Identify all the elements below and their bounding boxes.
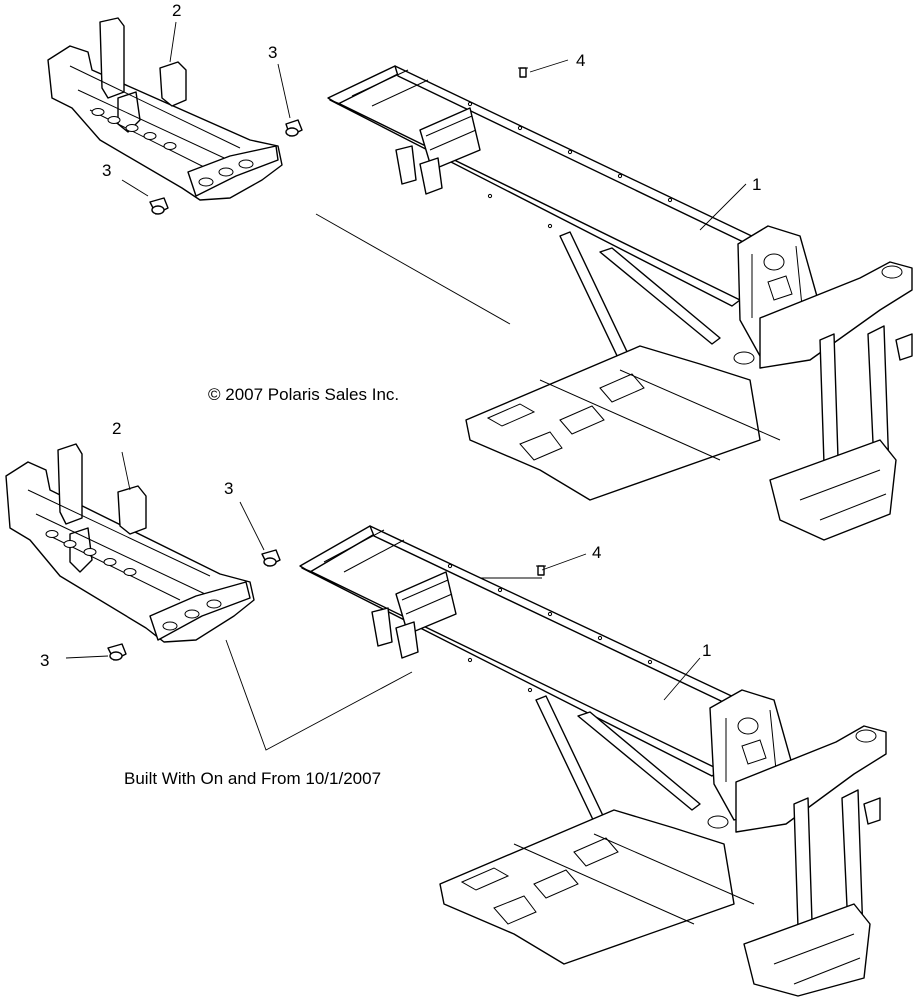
upper-callout-rear-frame: 2 — [172, 1, 181, 20]
upper-rivet-icon — [518, 67, 528, 78]
lower-bolt-b-icon — [107, 643, 127, 661]
upper-main-frame — [327, 65, 913, 541]
lower-leaders — [65, 451, 701, 751]
built-with-note: Built With On and From 10/1/2007 — [124, 769, 381, 788]
lower-rear-frame — [5, 443, 255, 643]
upper-callout-frame: 1 — [752, 175, 761, 194]
lower-callout-rivet: 4 — [592, 543, 601, 562]
upper-callout-bolt-a: 3 — [268, 43, 277, 62]
upper-callout-rivet: 4 — [576, 51, 585, 70]
upper-bolt-a-icon — [285, 119, 303, 137]
copyright-text: © 2007 Polaris Sales Inc. — [208, 385, 399, 404]
lower-callout-bolt-a: 3 — [224, 479, 233, 498]
lower-callout-frame: 1 — [702, 641, 711, 660]
upper-bolt-b-icon — [149, 197, 169, 215]
lower-rivet-icon — [536, 565, 546, 576]
lower-main-frame — [299, 525, 887, 997]
upper-rear-frame — [47, 17, 283, 201]
lower-callout-rear-frame: 2 — [112, 419, 121, 438]
lower-callout-bolt-b: 3 — [40, 651, 49, 670]
upper-callout-bolt-b: 3 — [102, 161, 111, 180]
upper-assembly: 2 3 3 4 1 © 2007 Polaris Sales Inc. — [47, 1, 913, 541]
lower-bolt-a-icon — [261, 549, 281, 567]
upper-leaders — [121, 21, 747, 325]
lower-assembly: 2 3 3 4 1 Built With On and From 10/1/20… — [5, 419, 887, 997]
